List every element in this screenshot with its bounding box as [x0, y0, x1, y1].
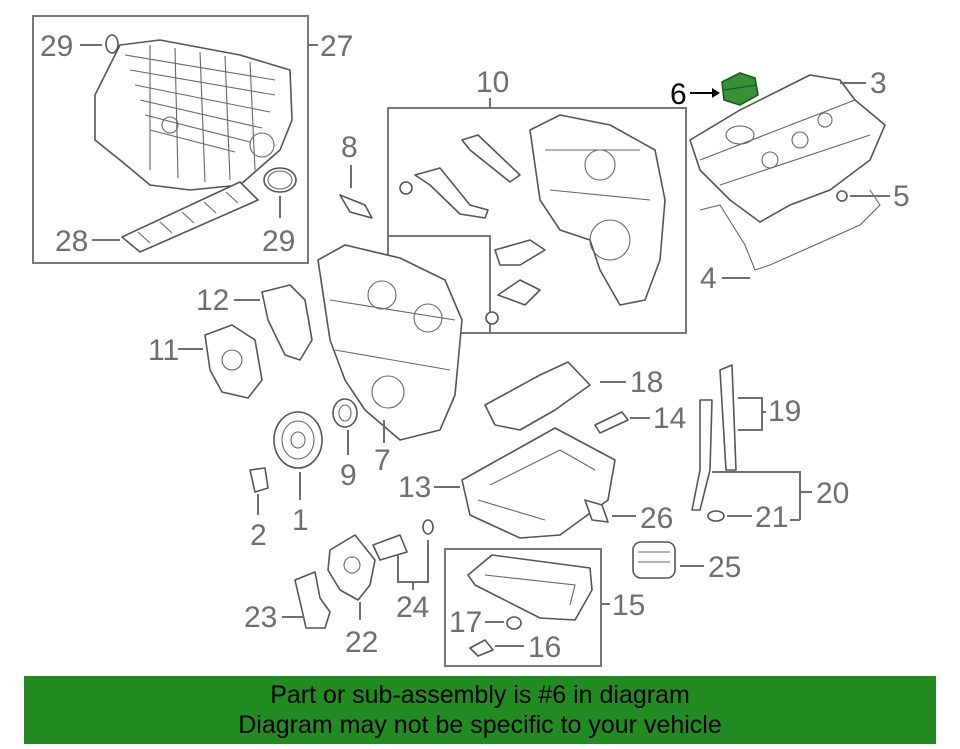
label-17: 17: [449, 606, 482, 639]
crank-pulley-part[interactable]: [273, 411, 323, 469]
leader-24: [397, 540, 429, 590]
label-13: 13: [398, 471, 431, 504]
gasket-ring-29b-part[interactable]: [263, 167, 297, 193]
oil-pan-upper-part[interactable]: [461, 427, 616, 539]
leader-20: [712, 471, 812, 520]
label-25: 25: [708, 551, 741, 584]
group-box-27: [32, 15, 309, 264]
label-1: 1: [292, 504, 309, 537]
timing-cover-inner-part[interactable]: [529, 114, 666, 306]
label-16: 16: [528, 631, 561, 664]
intake-manifold-part[interactable]: [94, 39, 293, 191]
label-4: 4: [700, 262, 717, 295]
oil-filter-part[interactable]: [632, 541, 676, 579]
oil-pressure-switch-part[interactable]: [584, 499, 609, 523]
label-3: 3: [870, 67, 887, 100]
leader-19: [738, 397, 766, 431]
label-7: 7: [374, 444, 391, 477]
label-28: 28: [55, 225, 88, 258]
label-2: 2: [250, 519, 267, 552]
label-11: 11: [148, 334, 179, 367]
label-20: 20: [816, 477, 849, 510]
label-23: 23: [244, 601, 277, 634]
label-9: 9: [340, 459, 357, 492]
water-pump-part[interactable]: [204, 324, 263, 399]
pulley-bolt-part[interactable]: [249, 467, 269, 493]
label-26: 26: [640, 502, 673, 535]
chain-guide-part[interactable]: [399, 134, 546, 325]
valve-cover-gasket-part[interactable]: [699, 189, 881, 271]
small-bracket-8-part[interactable]: [339, 194, 373, 219]
label-29a: 29: [40, 30, 73, 63]
label-24: 24: [396, 591, 429, 624]
front-timing-cover-part[interactable]: [317, 244, 463, 441]
cover-plate-12-part[interactable]: [261, 284, 313, 361]
label-8: 8: [341, 131, 358, 164]
label-27: 27: [320, 30, 353, 63]
label-21: 21: [755, 501, 788, 534]
manifold-gasket-28-part[interactable]: [121, 181, 259, 253]
oil-baffle-part[interactable]: [484, 361, 591, 431]
notice-banner: Part or sub-assembly is #6 in diagram Di…: [24, 676, 936, 744]
label-29b: 29: [262, 225, 295, 258]
label-10: 10: [476, 66, 509, 99]
label-22: 22: [345, 626, 378, 659]
leader-6-arrowhead: [712, 88, 720, 98]
label-5: 5: [893, 180, 910, 213]
crank-seal-part[interactable]: [332, 398, 358, 428]
label-12: 12: [196, 284, 229, 317]
label-19: 19: [768, 395, 801, 428]
gasket-ring-29-part[interactable]: [105, 34, 119, 54]
notice-line-2: Diagram may not be specific to your vehi…: [238, 711, 722, 739]
sensor-14-part[interactable]: [594, 411, 629, 434]
notice-line-1: Part or sub-assembly is #6 in diagram: [270, 681, 690, 709]
valve-cover-part[interactable]: [689, 74, 886, 223]
group-box-15: [444, 548, 602, 667]
label-6: 6: [670, 78, 687, 111]
drain-plug-16-part[interactable]: [469, 639, 494, 657]
oil-pan-lower-part[interactable]: [467, 554, 593, 621]
label-15: 15: [612, 589, 645, 622]
label-14: 14: [653, 402, 686, 435]
oil-filler-cap-part[interactable]: [721, 72, 759, 106]
oil-strainer-part[interactable]: [294, 571, 331, 629]
label-18: 18: [630, 366, 663, 399]
oil-plug-24-part[interactable]: [372, 519, 434, 561]
oil-pump-part[interactable]: [327, 534, 376, 601]
leader-21: [727, 515, 800, 521]
drain-washer-17-part[interactable]: [506, 616, 522, 630]
group-box-10-inset: [388, 235, 491, 333]
dipstick-tube-part[interactable]: [691, 364, 737, 522]
